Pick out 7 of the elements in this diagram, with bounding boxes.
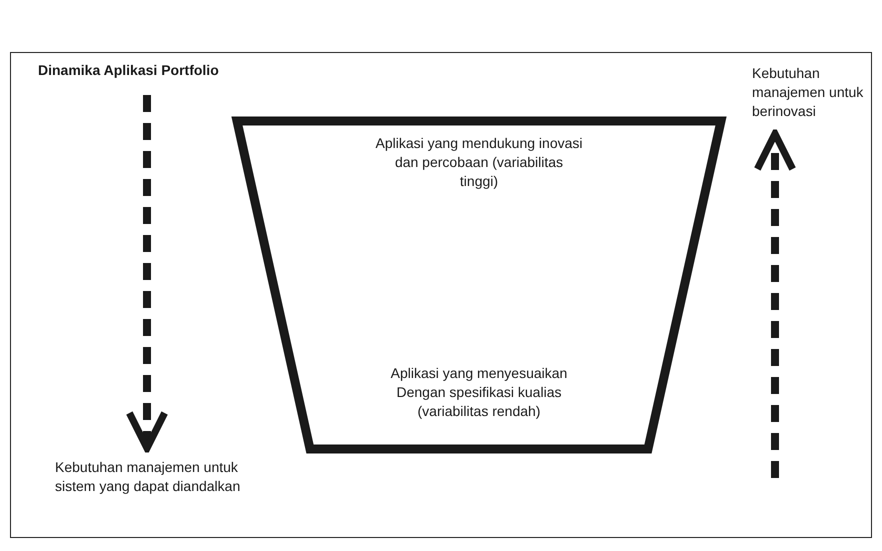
dashed-arrow bbox=[754, 130, 796, 478]
requirement-label: Kebutuhan manajemen untuk sistem yang dapat diandalkan bbox=[55, 458, 242, 496]
dashed-arrow bbox=[126, 95, 168, 452]
application-description: Aplikasi yang menyesuaikan Dengan spesifikasi kualias (variabilitas rendah) bbox=[390, 364, 568, 421]
application-description: Aplikasi yang mendukung inovasi dan percobaan (variabilitas tinggi) bbox=[374, 134, 584, 191]
requirement-label: Kebutuhan manajemen untuk berinovasi bbox=[752, 64, 864, 121]
diagram-title: Dinamika Aplikasi Portfolio bbox=[38, 62, 219, 78]
